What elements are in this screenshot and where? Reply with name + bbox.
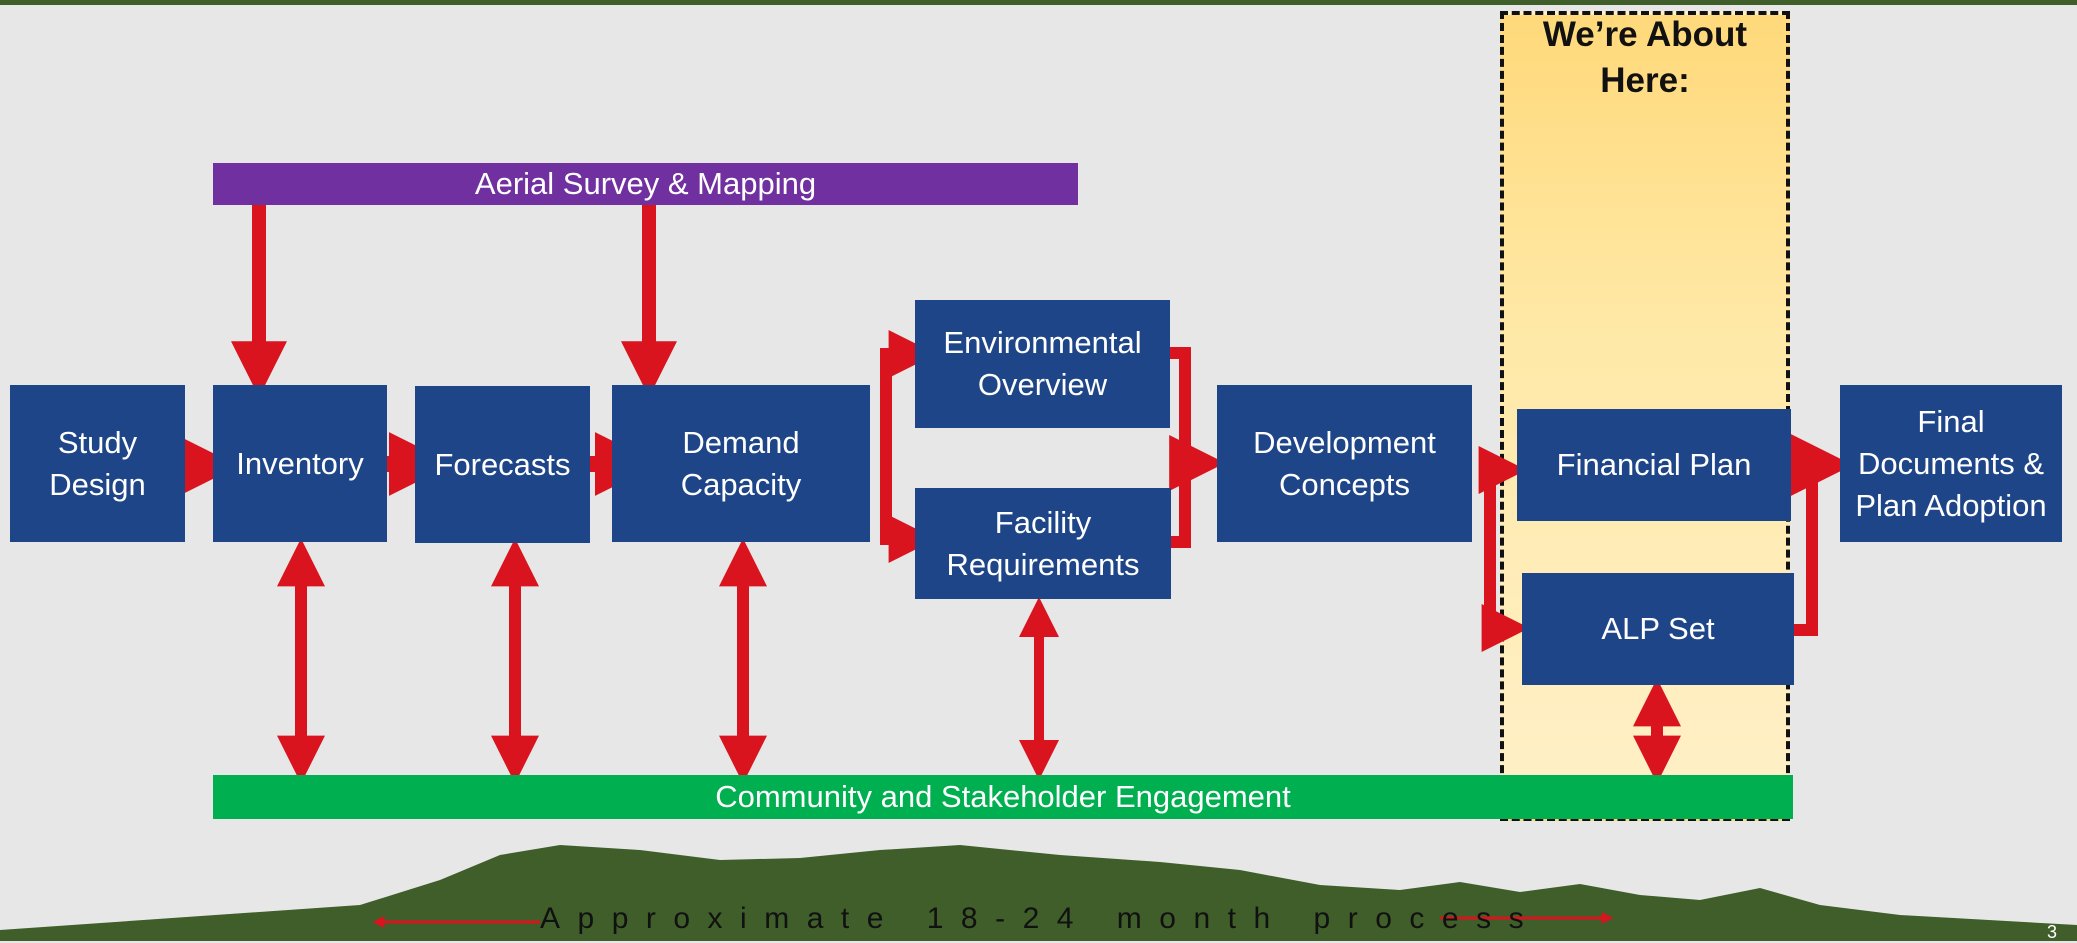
current-stage-title: We’re About Here:: [1542, 15, 1748, 100]
engagement-bar: Community and Stakeholder Engagement: [213, 775, 1793, 819]
box-environmental-overview: Environmental Overview: [915, 300, 1170, 428]
aerial-survey-bar: Aerial Survey & Mapping: [213, 163, 1078, 205]
box-forecasts: Forecasts: [415, 386, 590, 543]
arrow-demand-split: [880, 348, 900, 545]
box-financial-plan: Financial Plan: [1517, 409, 1791, 521]
top-accent-bar: [0, 0, 2077, 5]
box-inventory: Inventory: [213, 385, 387, 542]
box-final-documents: Final Documents & Plan Adoption: [1840, 385, 2062, 542]
timeline-label: Approximate 18-24 month process: [540, 902, 1542, 935]
arrow-development-split: [1484, 464, 1500, 634]
box-study-design: Study Design: [10, 385, 185, 542]
box-alp-set: ALP Set: [1522, 573, 1794, 685]
arrow-alp-to-final: [1793, 465, 1818, 636]
box-facility-requirements: Facility Requirements: [915, 488, 1171, 599]
box-demand-capacity: Demand Capacity: [612, 385, 870, 542]
page-number: 3: [2046, 922, 2057, 942]
box-development-concepts: Development Concepts: [1217, 385, 1472, 542]
